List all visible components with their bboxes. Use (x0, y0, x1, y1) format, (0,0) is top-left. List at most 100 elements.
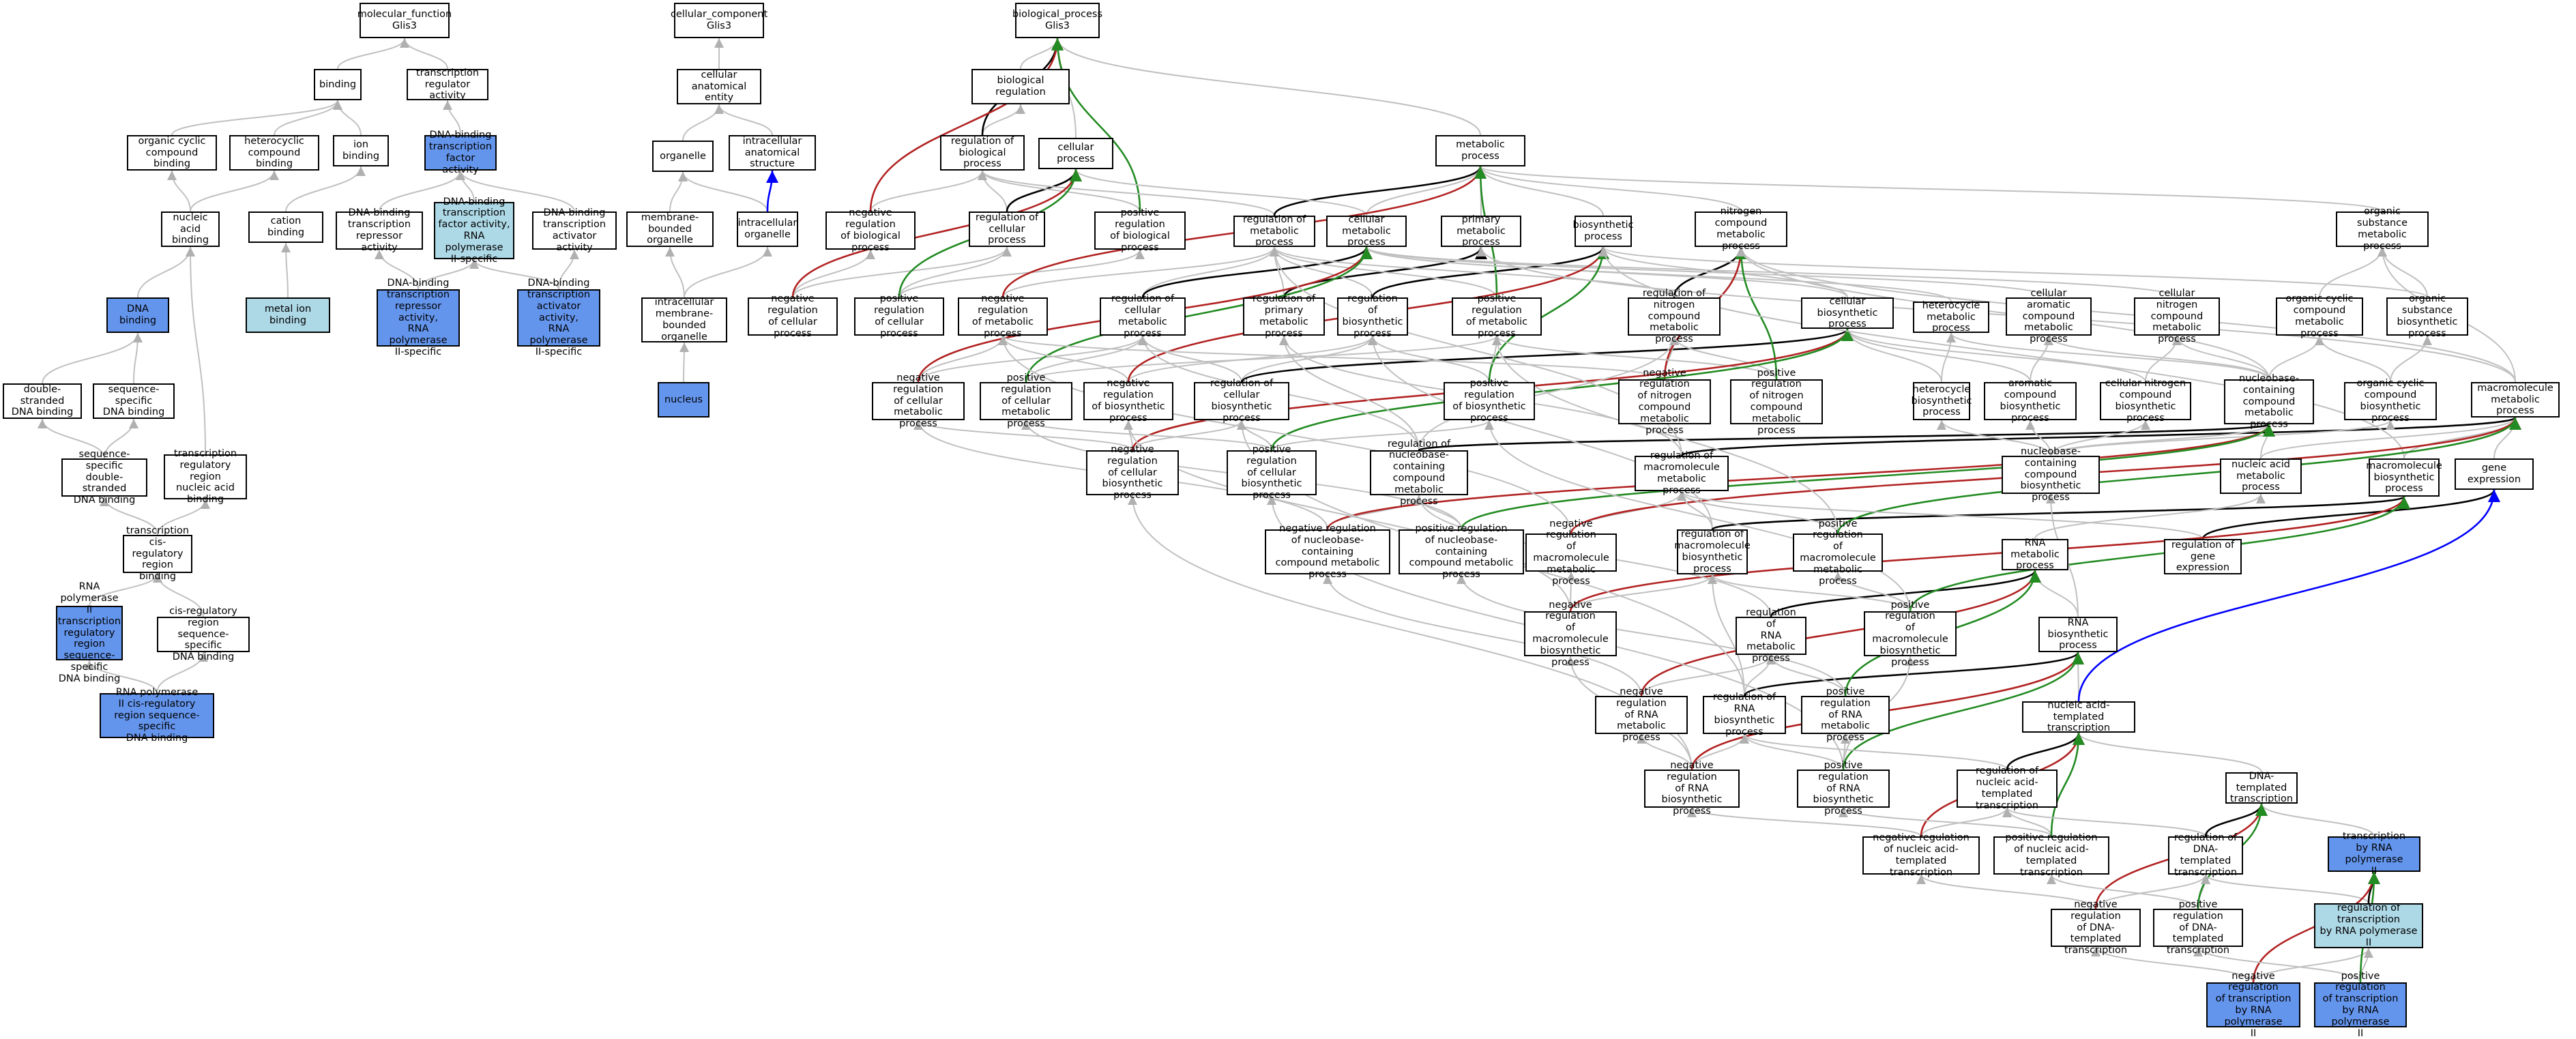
go-term-prnatt[interactable]: positive regulation of nucleic acid-temp… (1993, 832, 2109, 878)
go-term-prtrp2[interactable]: positive regulation of transcription by … (2314, 971, 2407, 1039)
go-term-mp[interactable]: metabolic process (1435, 135, 1525, 166)
go-term-prrnamp[interactable]: positive regulation of RNA metabolic pro… (1801, 686, 1890, 743)
go-term-io[interactable]: intracellular organelle (737, 211, 798, 247)
go-term-nrmmp[interactable]: negative regulation of macromolecule met… (1525, 518, 1617, 587)
go-term-ias[interactable]: intracellular anatomical structure (729, 135, 816, 171)
go-term-prcmp[interactable]: positive regulation of cellular metaboli… (980, 372, 1072, 429)
go-term-rpmp[interactable]: regulation of primary metabolic process (1243, 293, 1325, 339)
go-term-dbtaa[interactable]: DNA-binding transcription activator acti… (532, 207, 617, 253)
go-term-nrmbsp[interactable]: negative regulation of macromolecule bio… (1524, 600, 1617, 668)
go-term-cp[interactable]: cellular process (1038, 138, 1113, 169)
go-term-occb[interactable]: organic cyclic compound binding (127, 135, 217, 171)
go-term-cncbp[interactable]: cellular nitrogen compound biosynthetic … (2100, 378, 2191, 424)
go-term-cae[interactable]: cellular anatomical entity (677, 69, 761, 104)
go-term-ionb[interactable]: ion binding (333, 135, 389, 166)
go-term-nrrnabsp[interactable]: negative regulation of RNA biosynthetic … (1644, 760, 1740, 817)
go-term-acbp[interactable]: aromatic compound biosynthetic process (1984, 378, 2077, 424)
go-term-metalb[interactable]: metal ion binding (246, 297, 330, 333)
go-term-dsdna[interactable]: double-stranded DNA binding (3, 383, 82, 419)
go-term-nrmp[interactable]: negative regulation of metabolic process (958, 293, 1048, 339)
go-term-rncmp[interactable]: regulation of nitrogen compound metaboli… (1628, 288, 1721, 345)
go-term-rcmp[interactable]: regulation of cellular metabolic process (1100, 293, 1186, 339)
go-term-breg[interactable]: biological regulation (971, 69, 1070, 104)
go-term-rmmp[interactable]: regulation of macromolecule metabolic pr… (1635, 450, 1729, 496)
go-term-prbp[interactable]: positive regulation of biological proces… (1094, 207, 1186, 253)
go-term-ncmp[interactable]: nitrogen compound metabolic process (1695, 206, 1787, 252)
go-term-tcrrb[interactable]: transcription cis-regulatory region bind… (123, 525, 192, 582)
go-term-nbcbp[interactable]: nucleobase-containing compound biosynthe… (2002, 446, 2100, 503)
go-term-dbtfapol[interactable]: DNA-binding transcription factor activit… (434, 196, 514, 265)
go-term-rdtt[interactable]: regulation of DNA-templated transcriptio… (2168, 832, 2243, 878)
go-term-rnap2cis[interactable]: RNA polymerase II cis-regulatory region … (100, 687, 214, 744)
go-term-rnabsp[interactable]: RNA biosynthetic process (2038, 617, 2118, 652)
go-term-rbp[interactable]: regulation of biological process (940, 135, 1025, 171)
go-term-nucleus[interactable]: nucleus (658, 382, 709, 418)
go-term-organelle[interactable]: organelle (652, 141, 714, 172)
go-term-cncmp[interactable]: cellular nitrogen compound metabolic pro… (2134, 288, 2220, 345)
go-term-bsp[interactable]: biosynthetic process (1573, 216, 1633, 247)
go-term-dbtfa[interactable]: DNA-binding transcription factor activit… (424, 130, 497, 175)
go-term-dbtrapol[interactable]: DNA-binding transcription repressor acti… (377, 278, 460, 357)
go-term-mbsp[interactable]: macromolecule biosynthetic process (2366, 458, 2442, 497)
go-term-bp[interactable]: biological_process Glis3 (1012, 3, 1102, 38)
go-term-rmbsp[interactable]: regulation of macromolecule biosynthetic… (1674, 529, 1751, 574)
go-term-namp[interactable]: nucleic acid metabolic process (2220, 458, 2302, 494)
go-term-trp2[interactable]: transcription by RNA polymerase II (2328, 831, 2420, 877)
go-term-dbtra[interactable]: DNA-binding transcription repressor acti… (336, 207, 423, 253)
go-term-tra[interactable]: transcription regulator activity (407, 68, 488, 101)
go-term-occbp[interactable]: organic cyclic compound biosynthetic pro… (2344, 378, 2437, 424)
go-term-prncmp[interactable]: positive regulation of nitrogen compound… (1730, 368, 1823, 436)
go-term-nrcp[interactable]: negative regulation of cellular process (748, 293, 838, 339)
go-term-nrdtt[interactable]: negative regulation of DNA-templated tra… (2051, 899, 2141, 956)
go-term-mmp[interactable]: macromolecule metabolic process (2471, 382, 2560, 418)
go-term-prmp[interactable]: positive regulation of metabolic process (1452, 293, 1542, 339)
go-term-rtrp2[interactable]: regulation of transcription by RNA polym… (2314, 903, 2423, 948)
go-term-nrcbp[interactable]: negative regulation of cellular biosynth… (1086, 444, 1179, 501)
go-term-nab[interactable]: nucleic acid binding (161, 211, 220, 247)
go-term-nrnbcmp[interactable]: negative regulation of nucleobase-contai… (1265, 523, 1390, 580)
go-term-rmp[interactable]: regulation of metabolic process (1233, 214, 1315, 248)
go-term-cacmp[interactable]: cellular aromatic compound metabolic pro… (2006, 288, 2092, 345)
go-term-nrnatt[interactable]: negative regulation of nucleic acid-temp… (1862, 832, 1980, 878)
go-term-nrcmp[interactable]: negative regulation of cellular metaboli… (872, 372, 965, 429)
go-term-cbp[interactable]: cellular biosynthetic process (1801, 296, 1894, 330)
go-term-prmmp[interactable]: positive regulation of macromolecule met… (1793, 518, 1883, 587)
go-term-rrnabsp[interactable]: regulation of RNA biosynthetic process (1703, 692, 1786, 737)
go-term-prrnabsp[interactable]: positive regulation of RNA biosynthetic … (1797, 760, 1890, 817)
go-term-mbo[interactable]: membrane-bounded organelle (626, 211, 714, 247)
go-term-hbp[interactable]: heterocycle biosynthetic process (1912, 382, 1972, 420)
go-term-occmp[interactable]: organic cyclic compound metabolic proces… (2276, 293, 2363, 339)
go-term-nrbp[interactable]: negative regulation of biological proces… (825, 207, 916, 253)
go-term-ssdsdna[interactable]: sequence-specific double-stranded DNA bi… (61, 449, 147, 506)
go-term-prnbcmp[interactable]: positive regulation of nucleobase-contai… (1399, 523, 1524, 580)
go-term-imbo[interactable]: intracellular membrane-bounded organelle (641, 297, 727, 342)
go-term-hcb[interactable]: heterocyclic compound binding (229, 135, 319, 171)
go-term-cmp[interactable]: cellular metabolic process (1326, 214, 1407, 248)
go-term-natt[interactable]: nucleic acid-templated transcription (2022, 700, 2135, 733)
go-term-dnab[interactable]: DNA binding (106, 297, 169, 333)
go-term-rge[interactable]: regulation of gene expression (2164, 539, 2242, 574)
go-term-prmbsp[interactable]: positive regulation of macromolecule bio… (1864, 600, 1957, 668)
go-term-nrncmp[interactable]: negative regulation of nitrogen compound… (1618, 368, 1711, 436)
go-term-rnbcmp[interactable]: regulation of nucleobase-containing comp… (1370, 439, 1468, 507)
go-term-rbsp[interactable]: regulation of biosynthetic process (1337, 293, 1408, 339)
go-term-rnamp[interactable]: RNA metabolic process (2002, 538, 2068, 571)
go-term-prdtt[interactable]: positive regulation of DNA-templated tra… (2153, 899, 2243, 956)
go-term-osbp[interactable]: organic substance biosynthetic process (2386, 293, 2468, 339)
go-term-nrbsp[interactable]: negative regulation of biosynthetic proc… (1083, 378, 1173, 424)
go-term-rrnamp[interactable]: regulation of RNA metabolic process (1736, 607, 1806, 664)
go-term-dtt[interactable]: DNA-templated transcription (2225, 771, 2298, 804)
go-term-prcp[interactable]: positive regulation of cellular process (854, 293, 944, 339)
go-term-prbsp[interactable]: positive regulation of biosynthetic proc… (1444, 378, 1535, 424)
go-term-crrss[interactable]: cis-regulatory region sequence-specific … (157, 606, 250, 662)
go-term-ge[interactable]: gene expression (2455, 458, 2534, 490)
go-term-cationb[interactable]: cation binding (248, 211, 323, 243)
go-term-nrtrp2[interactable]: negative regulation of transcription by … (2206, 971, 2300, 1039)
go-term-binding[interactable]: binding (314, 69, 362, 100)
go-term-rnap2trr[interactable]: RNA polymerase II transcription regulato… (56, 581, 123, 684)
go-term-prcbp[interactable]: positive regulation of cellular biosynth… (1227, 444, 1317, 501)
go-term-mf[interactable]: molecular_function Glis3 (357, 3, 452, 38)
go-term-cc[interactable]: cellular_component Glis3 (671, 3, 767, 38)
go-term-ssdna[interactable]: sequence-specific DNA binding (93, 383, 175, 419)
go-term-nrrnamp[interactable]: negative regulation of RNA metabolic pro… (1595, 686, 1688, 743)
